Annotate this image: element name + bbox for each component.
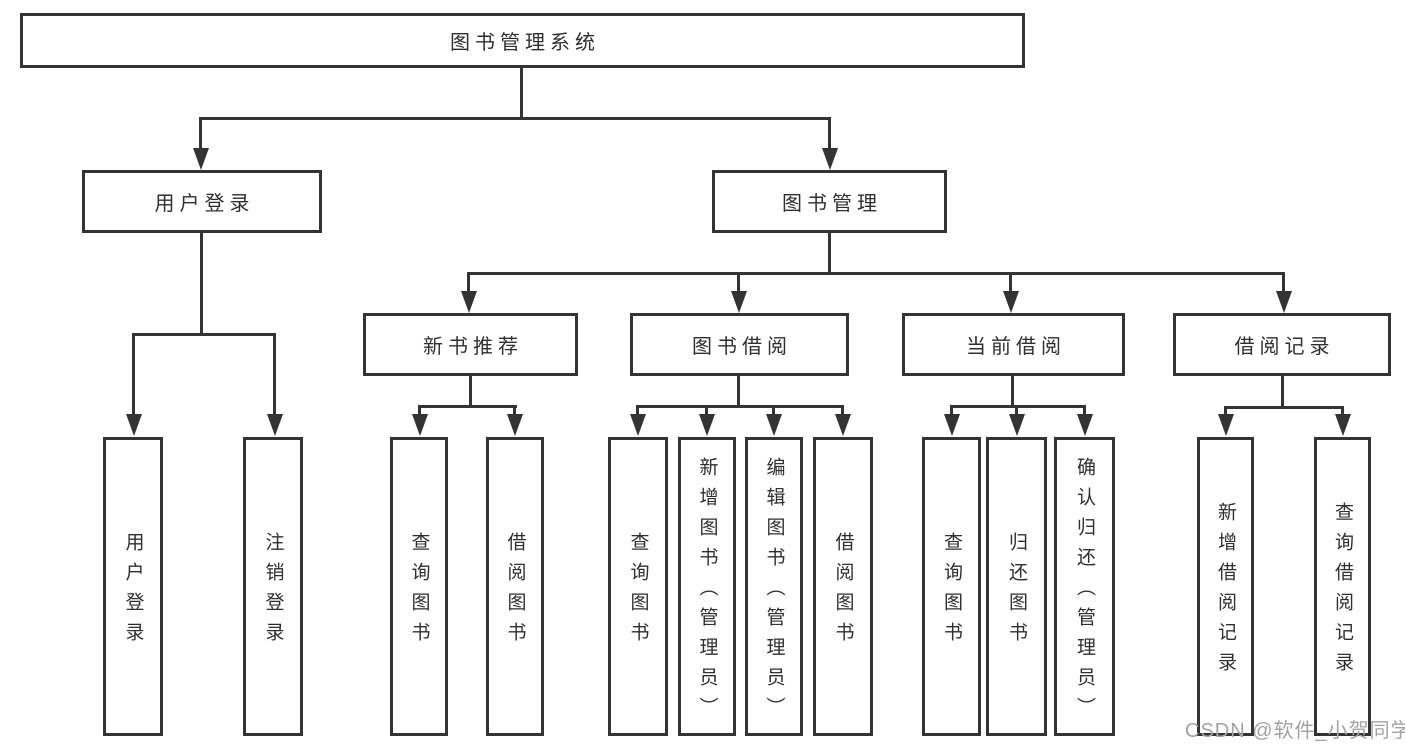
node-label: 查询借阅记录 [1332,502,1353,682]
connector-stem [418,405,421,416]
node-current-borrowing: 当前借阅 [902,313,1125,376]
connector-stem [1341,406,1344,416]
node-label: 借阅记录 [1234,336,1335,358]
connector-stem [199,117,202,148]
connector-bookmgmt-trunk [828,233,831,272]
connector-stem [737,272,740,292]
connector-stem [841,405,844,416]
connector-newbook-bar [418,405,517,408]
connector-stem [1009,272,1012,292]
down-arrowhead-icon [412,414,428,436]
node-label: 新增借阅记录 [1215,502,1236,682]
down-arrowhead-icon [822,148,838,170]
down-arrowhead-icon [126,414,142,436]
connector-stem [273,333,276,415]
connector-stem [1224,406,1227,416]
node-leaf-return-book: 归还图书 [986,437,1047,736]
node-leaf-add-book-admin: 新增图书（管理员） [678,437,736,736]
connector-stem [513,405,516,416]
down-arrowhead-icon [731,291,747,313]
connector-stem [132,333,135,415]
node-label: 图书管理 [782,193,882,215]
connector-userlogin-trunk [200,233,203,336]
node-label: 确认归还（管理员） [1074,457,1095,727]
connector-stem [1015,405,1018,416]
down-arrowhead-icon [1009,414,1025,436]
node-book-borrowing: 图书借阅 [630,313,849,376]
connector-borrowrecord-bar [1224,406,1344,409]
node-leaf-user-login: 用户登录 [103,437,163,736]
node-user-login: 用户登录 [82,170,322,233]
connector-bookborrow-bar [636,405,844,408]
connector-level3-bar [467,272,1285,275]
down-arrowhead-icon [267,414,283,436]
connector-newbook-trunk [469,376,472,408]
down-arrowhead-icon [1335,414,1351,436]
connector-stem [950,405,953,416]
down-arrowhead-icon [630,414,646,436]
node-label: 新增图书（管理员） [696,457,718,727]
node-new-book-recommend: 新书推荐 [363,313,578,376]
node-leaf-add-borrow-record: 新增借阅记录 [1197,437,1254,736]
node-label: 图书管理系统 [450,32,600,54]
node-label: 新书推荐 [423,336,523,358]
down-arrowhead-icon [944,414,960,436]
connector-level2-bar [199,117,831,120]
down-arrowhead-icon [193,148,209,170]
connector-borrowrecord-trunk [1281,376,1284,409]
node-label: 当前借阅 [966,336,1066,358]
node-label: 注销登录 [262,532,284,652]
node-label: 用户登录 [122,532,144,652]
down-arrowhead-icon [1218,414,1234,436]
down-arrowhead-icon [1003,291,1019,313]
node-leaf-logout: 注销登录 [243,437,303,736]
node-leaf-query-books-borrowing: 查询图书 [608,437,668,736]
node-leaf-query-books-recommend: 查询图书 [390,437,448,736]
connector-userlogin-bar [132,333,276,336]
connector-currentborrow-bar [950,405,1086,408]
connector-stem [828,117,831,148]
node-label: 查询图书 [627,532,649,652]
node-label: 用户登录 [154,193,255,215]
down-arrowhead-icon [1276,291,1292,313]
node-leaf-borrow-books-recommend: 借阅图书 [486,437,544,736]
node-label: 查询图书 [941,532,962,652]
node-leaf-edit-book-admin: 编辑图书（管理员） [745,437,803,736]
connector-bookborrow-trunk [737,376,740,408]
down-arrowhead-icon [1077,414,1093,436]
connector-stem [636,405,639,416]
node-borrowing-records: 借阅记录 [1173,313,1391,376]
connector-root-trunk [520,68,523,117]
down-arrowhead-icon [507,414,523,436]
connector-stem [1282,272,1285,292]
node-root: 图书管理系统 [20,13,1025,68]
node-leaf-borrow-books-borrowing: 借阅图书 [813,437,873,736]
connector-stem [467,272,470,292]
node-label: 查询图书 [408,532,430,652]
node-label: 借阅图书 [832,532,854,652]
node-leaf-query-books-current: 查询图书 [922,437,981,736]
node-label: 借阅图书 [504,532,526,652]
csdn-watermark: CSDN @软件_小贺同学 [1185,720,1405,742]
node-book-management: 图书管理 [712,170,947,233]
node-label: 编辑图书（管理员） [763,457,785,727]
down-arrowhead-icon [835,414,851,436]
down-arrowhead-icon [461,291,477,313]
node-leaf-query-borrow-record: 查询借阅记录 [1314,437,1371,736]
connector-currentborrow-trunk [1011,376,1014,408]
node-label: 归还图书 [1006,532,1027,652]
connector-stem [1083,405,1086,416]
down-arrowhead-icon [766,414,782,436]
connector-stem [705,405,708,416]
connector-stem [772,405,775,416]
down-arrowhead-icon [699,414,715,436]
node-leaf-confirm-return-admin: 确认归还（管理员） [1054,437,1115,736]
node-label: 图书借阅 [692,336,792,358]
